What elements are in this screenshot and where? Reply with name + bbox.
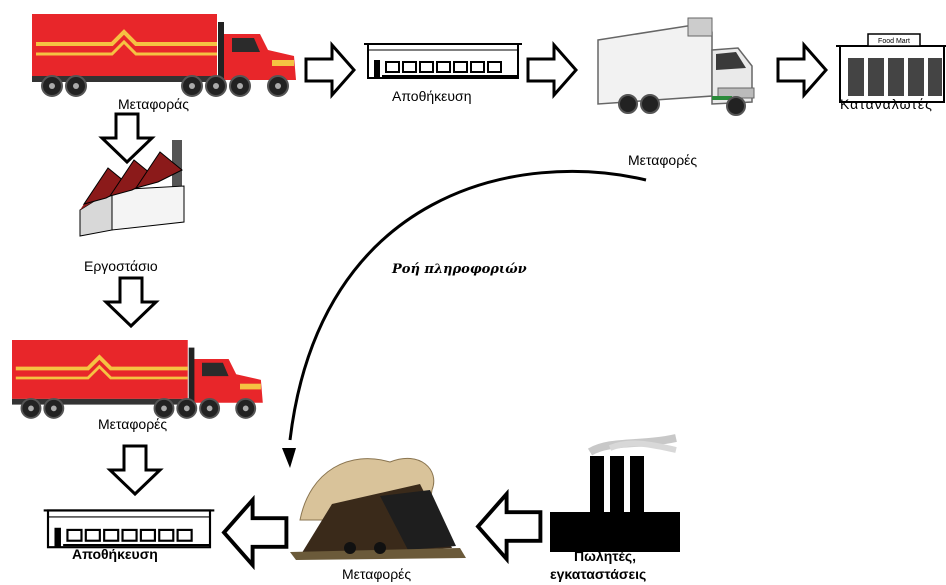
warehouse-top (363, 43, 523, 79)
arrow-down-2 (104, 276, 158, 328)
store-icon: Food Mart (836, 33, 946, 103)
label-information-flow: Ροή πληροφοριών (392, 262, 527, 277)
label-suppliers-line2: εγκαταστάσεις (550, 566, 647, 582)
arrow-right-3 (776, 43, 828, 97)
label-transport-top-left: Μεταφοράς (118, 96, 189, 112)
store-sign: Food Mart (878, 38, 910, 45)
label-factory: Εργοστάσιο (84, 258, 158, 274)
information-flow-arrow (282, 170, 647, 468)
train-icon (290, 457, 466, 560)
arrow-right-1 (304, 43, 356, 97)
supplier-factory-icon (550, 434, 680, 552)
truck-top-left (30, 12, 298, 98)
label-suppliers-line1: Πωλητές, (574, 548, 637, 564)
arrow-left-2 (476, 492, 543, 561)
arrow-left-1 (222, 498, 289, 567)
arrow-right-2 (526, 43, 578, 97)
label-transport-right: Μεταφορές (628, 152, 698, 168)
label-transport-bottom: Μεταφορές (342, 566, 412, 582)
label-warehouse-top: Αποθήκευση (392, 88, 472, 104)
label-transport-mid-left: Μεταφορές (98, 416, 168, 432)
truck-mid-left (10, 338, 265, 420)
warehouse-bottom (42, 509, 216, 549)
label-consumers: Καταναλωτές (840, 96, 933, 112)
factory-icon (79, 140, 185, 237)
refrigerated-truck (597, 17, 755, 116)
arrow-down-1 (100, 112, 154, 164)
label-warehouse-bottom: Αποθήκευση (72, 546, 158, 562)
arrow-down-3 (108, 444, 162, 496)
